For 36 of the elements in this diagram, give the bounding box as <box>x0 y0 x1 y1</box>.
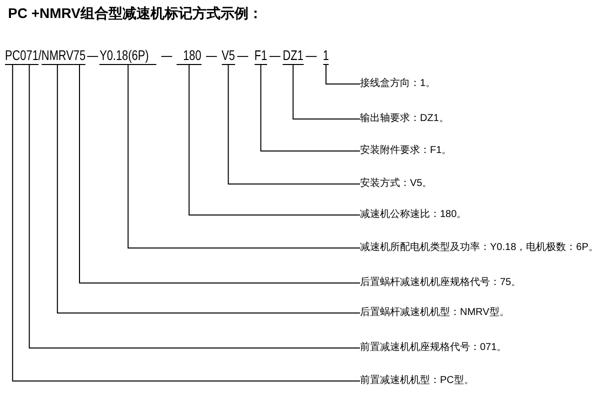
description-text: 后置蜗杆减速机机座规格代号：75。 <box>360 276 522 290</box>
code-segment: 071 <box>20 47 38 65</box>
code-segment: PC <box>5 47 20 65</box>
code-segment: F1 <box>254 47 268 65</box>
title: PC +NMRV组合型减速机标记方式示例： <box>8 4 262 22</box>
leader-line <box>128 64 360 248</box>
leader-line <box>260 64 360 152</box>
description-text: 减速机公称速比：180。 <box>360 208 467 222</box>
separator: — <box>161 47 172 65</box>
description-text: 减速机所配电机类型及功率：Y0.18，电机极数：6P。 <box>360 241 598 255</box>
leader-line <box>79 64 360 284</box>
code-segment: DZ1 <box>282 47 304 65</box>
leader-line <box>292 64 360 120</box>
code-segment: NMRV <box>41 47 74 65</box>
leader-line <box>326 64 360 84</box>
code-segment: 1 <box>322 47 329 65</box>
separator: — <box>87 47 98 65</box>
code-segment: 180 <box>176 47 202 65</box>
description-text: 后置蜗杆减速机机型：NMRV型。 <box>360 306 510 320</box>
description-text: 前置减速机机型：PC型。 <box>360 374 474 388</box>
description-text: 安装方式：V5。 <box>360 177 432 191</box>
separator: — <box>270 47 280 65</box>
separator: — <box>306 47 317 65</box>
code-segment: V5 <box>222 47 235 65</box>
leader-line <box>228 64 360 184</box>
code-segment: 75 <box>73 47 86 65</box>
separator: — <box>206 47 217 65</box>
separator: — <box>237 47 248 65</box>
leader-line <box>188 64 360 216</box>
separator: / <box>38 47 42 65</box>
code-segment: Y0.18(6P) <box>100 47 157 65</box>
description-text: 安装附件要求：F1。 <box>360 144 452 158</box>
description-text: 输出轴要求：DZ1。 <box>360 112 449 126</box>
description-text: 接线盒方向：1。 <box>360 77 436 91</box>
leader-line <box>56 64 360 314</box>
description-text: 前置减速机机座规格代号：071。 <box>360 341 507 355</box>
